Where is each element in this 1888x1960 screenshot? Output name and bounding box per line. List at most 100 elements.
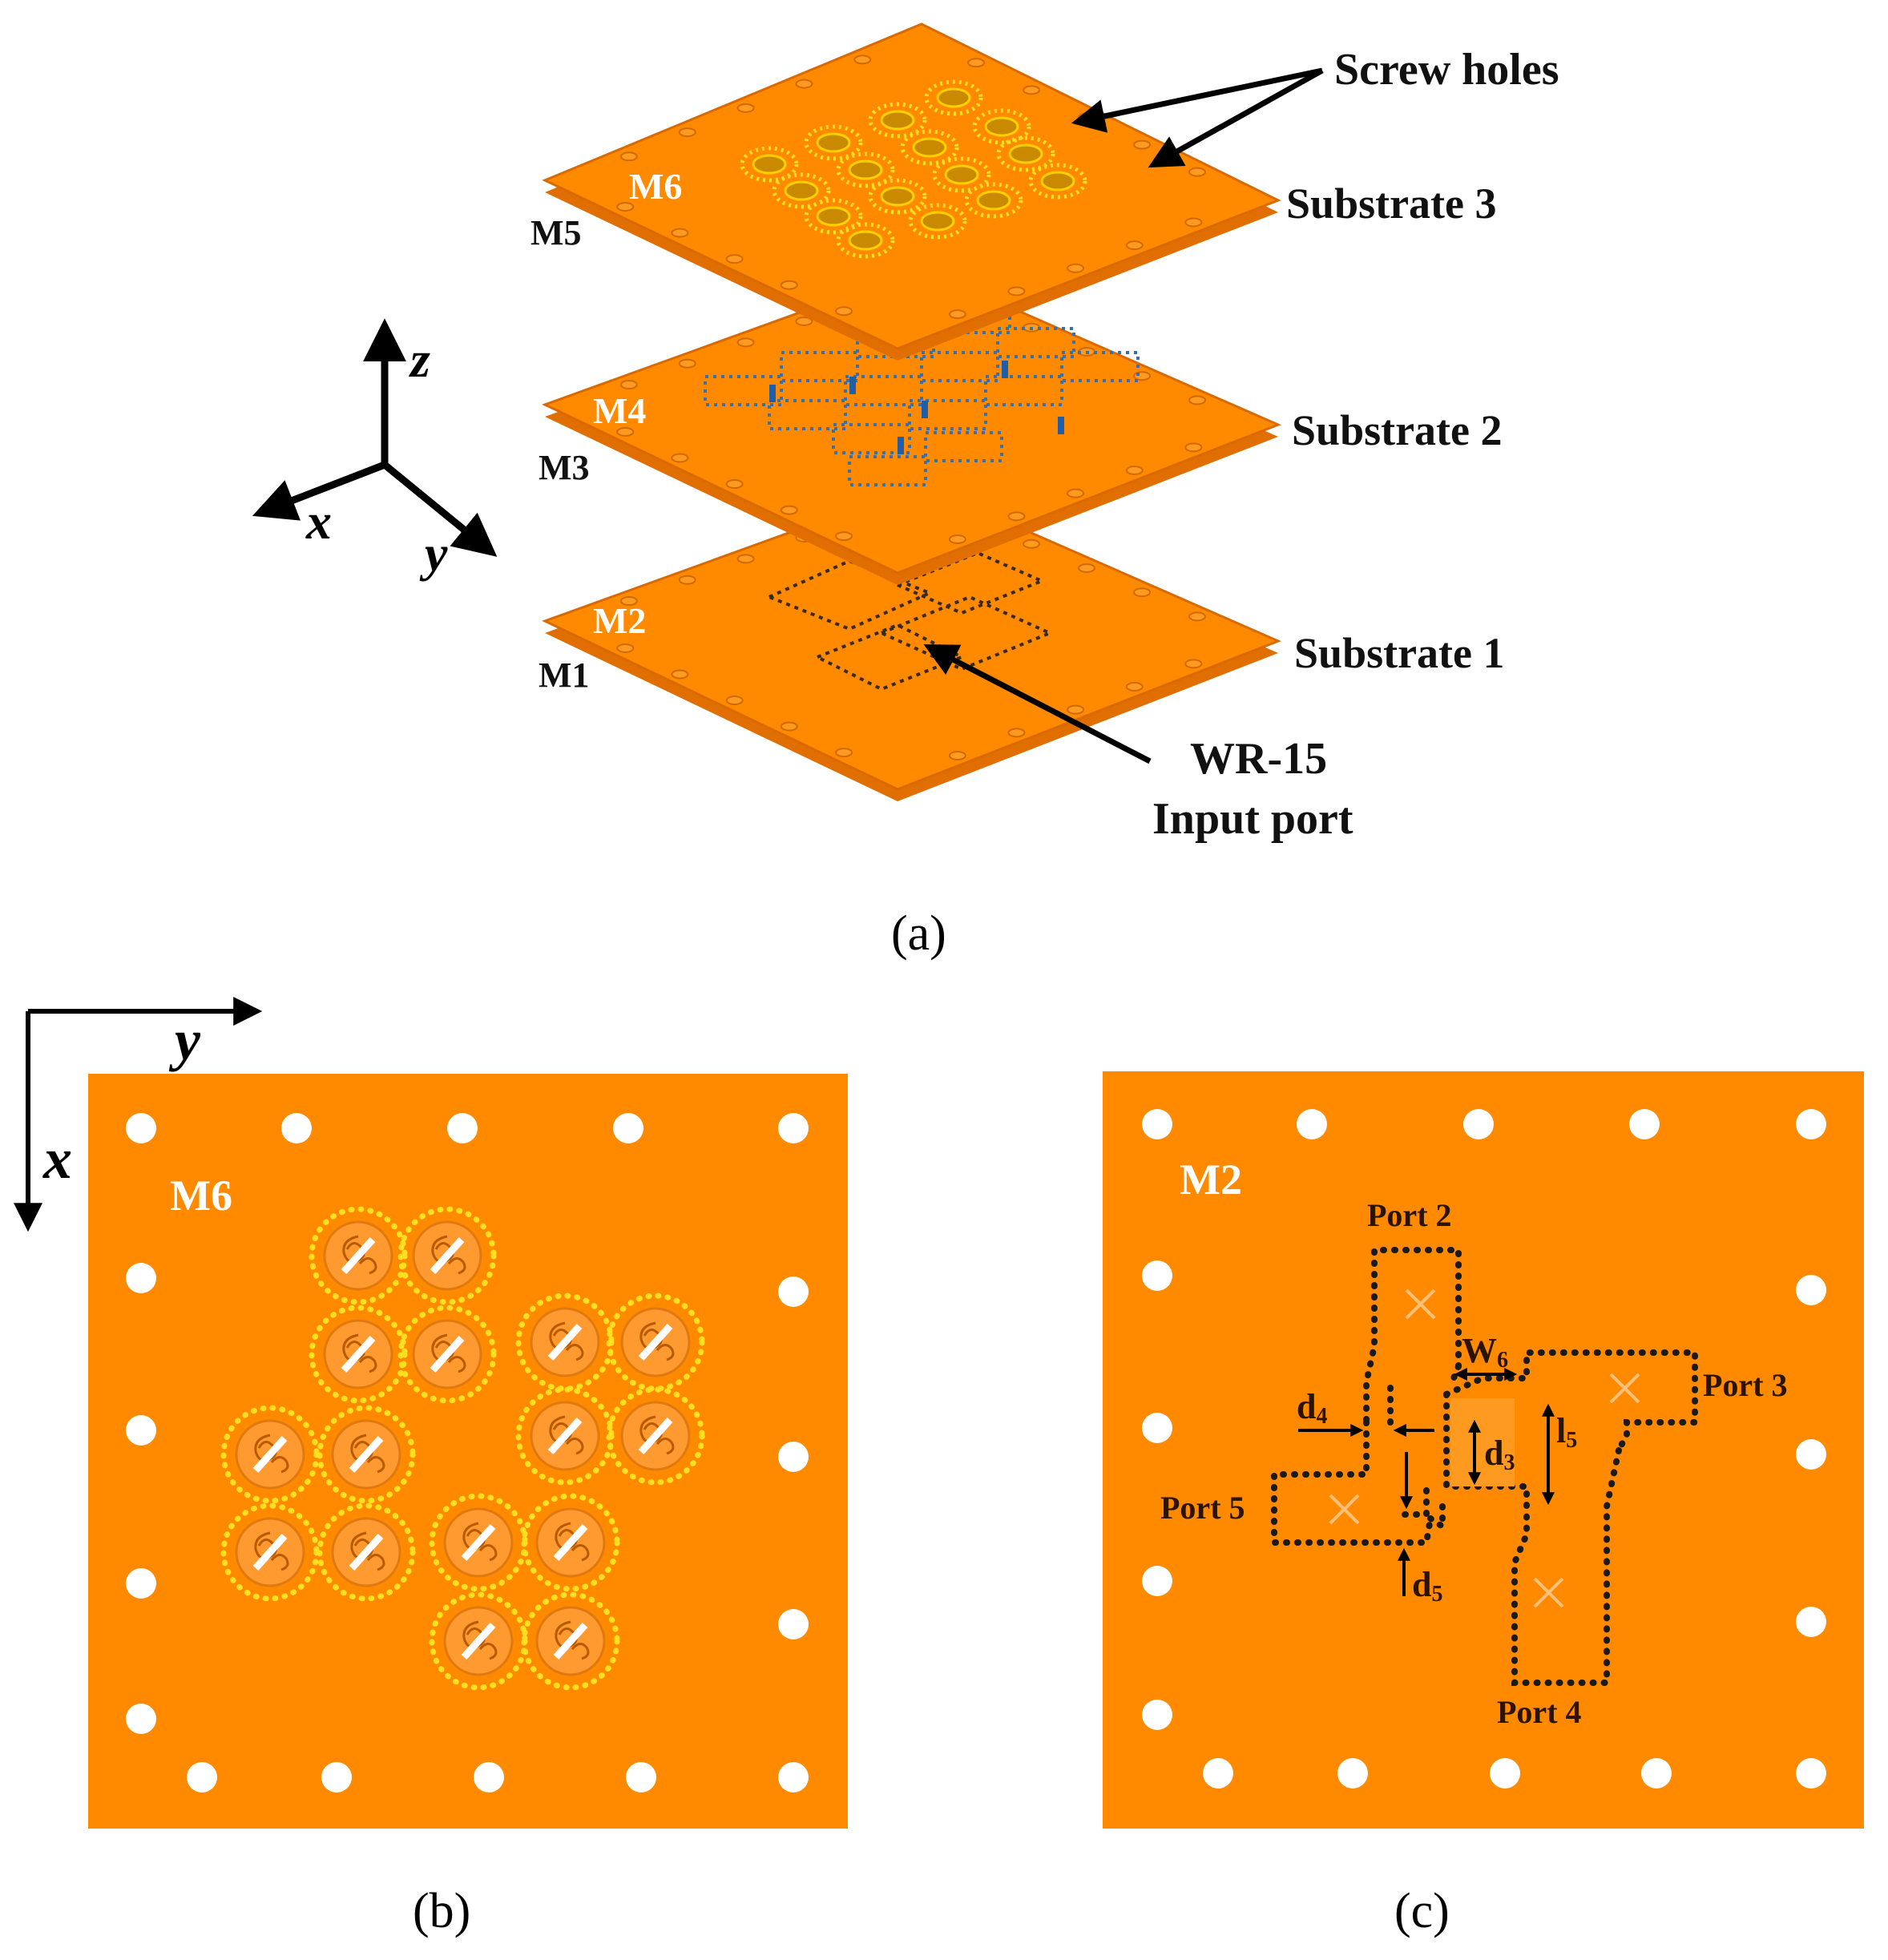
label-m5: M5 — [530, 213, 582, 252]
spiral-element-icon — [836, 222, 895, 259]
screw-hole-icon — [835, 306, 853, 317]
screw-hole-icon — [126, 1704, 156, 1734]
screw-hole-icon — [447, 1113, 478, 1143]
screw-hole-icon — [671, 228, 689, 238]
spiral-element-icon — [521, 1493, 620, 1592]
screw-hole-icon — [1490, 1758, 1520, 1789]
screw-hole-icon — [835, 748, 853, 758]
label-port-4: Port 4 — [1497, 1694, 1582, 1730]
label-substrate-3: Substrate 3 — [1286, 179, 1497, 228]
label-input-port: Input port — [1152, 794, 1353, 844]
screw-hole-icon — [626, 1762, 656, 1793]
screw-hole-icon — [778, 1609, 809, 1639]
panel-a: M6 M5 M4 M3 M2 M1 Substrate 3 Substrate … — [252, 22, 1559, 961]
spiral-element-icon — [1028, 163, 1087, 200]
spiral-element-icon — [397, 1305, 497, 1404]
axis-label-y-b: y — [168, 1008, 201, 1072]
screw-hole-icon — [1297, 1109, 1327, 1139]
dim-d3: d3 — [1484, 1434, 1515, 1475]
screw-hole-icon — [835, 531, 853, 542]
label-m2-c: M2 — [1180, 1155, 1242, 1204]
screw-hole-icon — [736, 103, 755, 113]
screw-hole-icon — [126, 1568, 156, 1599]
screw-hole-icon — [1133, 587, 1152, 598]
spiral-element-icon — [220, 1405, 320, 1504]
screw-hole-icon — [1796, 1607, 1826, 1637]
label-m6-b: M6 — [170, 1172, 232, 1220]
screw-hole-icon — [126, 1113, 156, 1143]
screw-holes-b — [126, 1113, 809, 1793]
screw-hole-icon — [1188, 611, 1206, 622]
screw-hole-icon — [1067, 488, 1085, 498]
label-m1: M1 — [539, 655, 590, 695]
antenna-elements-b — [220, 1206, 705, 1691]
screw-hole-icon — [619, 151, 638, 162]
screw-hole-icon — [474, 1762, 504, 1793]
screw-hole-icon — [948, 534, 966, 545]
axes-3d — [252, 318, 498, 557]
screw-hole-icon — [1188, 395, 1206, 405]
dimension-arrows — [1298, 1368, 1555, 1596]
arrow-icon — [1148, 67, 1324, 168]
screw-hole-icon — [1629, 1109, 1660, 1139]
screw-hole-icon — [1184, 659, 1203, 669]
spiral-element-icon — [868, 178, 927, 215]
screw-hole-icon — [1023, 538, 1041, 549]
screw-hole-icon — [780, 505, 798, 515]
screw-hole-icon — [1067, 704, 1085, 715]
screw-hole-icon — [1007, 286, 1026, 296]
antenna-elements-m6 — [740, 79, 1087, 259]
label-substrate-1: Substrate 1 — [1294, 629, 1505, 677]
substrate-3-board — [542, 22, 1281, 361]
cross-feed-network — [764, 550, 1055, 692]
spiral-element-icon — [740, 146, 799, 183]
screw-hole-icon — [948, 751, 966, 761]
screw-hole-icon — [1142, 1260, 1172, 1291]
dim-d5: d5 — [1412, 1565, 1442, 1607]
screw-hole-icon — [736, 337, 755, 348]
caption-b: (b) — [413, 1884, 470, 1938]
panel-c: W6 d4 d3 l5 d5 Port 2 Port 3 Port 4 Port… — [1103, 1071, 1864, 1938]
dim-l5: l5 — [1556, 1411, 1577, 1453]
screw-hole-icon — [321, 1762, 352, 1793]
spiral-element-icon — [397, 1206, 497, 1305]
spiral-element-icon — [804, 198, 863, 235]
screw-hole-icon — [853, 54, 872, 65]
feed-aperture — [1450, 1398, 1515, 1486]
arrow-icon — [923, 644, 1152, 764]
spiral-element-icon — [317, 1405, 416, 1504]
m6-layer-board — [88, 1074, 848, 1829]
screw-hole-icon — [1142, 1700, 1172, 1730]
screw-hole-icon — [1125, 682, 1144, 692]
screw-hole-icon — [948, 309, 966, 320]
spiral-element-icon — [924, 79, 983, 116]
screw-hole-icon — [1142, 1413, 1172, 1443]
axis-label-x-b: x — [42, 1127, 72, 1191]
screw-hole-icon — [795, 79, 813, 89]
screw-hole-icon — [1641, 1758, 1672, 1789]
screw-hole-icon — [1023, 85, 1041, 95]
screw-hole-icon — [1796, 1109, 1826, 1139]
screw-hole-icon — [1142, 1109, 1172, 1139]
screw-hole-icon — [619, 596, 638, 607]
screw-hole-icon — [671, 453, 689, 463]
port-centre-marks — [1329, 1289, 1640, 1608]
label-m2: M2 — [593, 600, 646, 641]
screw-hole-icon — [1796, 1439, 1826, 1470]
screw-hole-icon — [778, 1276, 809, 1307]
screw-hole-icon — [1184, 442, 1203, 453]
screw-hole-icon — [187, 1762, 217, 1793]
label-substrate-2: Substrate 2 — [1292, 406, 1503, 454]
screw-hole-icon — [725, 479, 744, 490]
screw-hole-icon — [1796, 1275, 1826, 1305]
substrate-2-board — [542, 267, 1281, 585]
spiral-element-icon — [932, 156, 991, 193]
screw-holes-c — [1142, 1109, 1826, 1789]
label-m3: M3 — [539, 448, 590, 487]
screw-hole-icon — [736, 554, 755, 564]
spiral-element-icon — [772, 172, 831, 209]
screw-hole-icon — [613, 1113, 643, 1143]
screw-hole-icon — [678, 127, 696, 138]
axis-label-x: x — [305, 493, 332, 550]
